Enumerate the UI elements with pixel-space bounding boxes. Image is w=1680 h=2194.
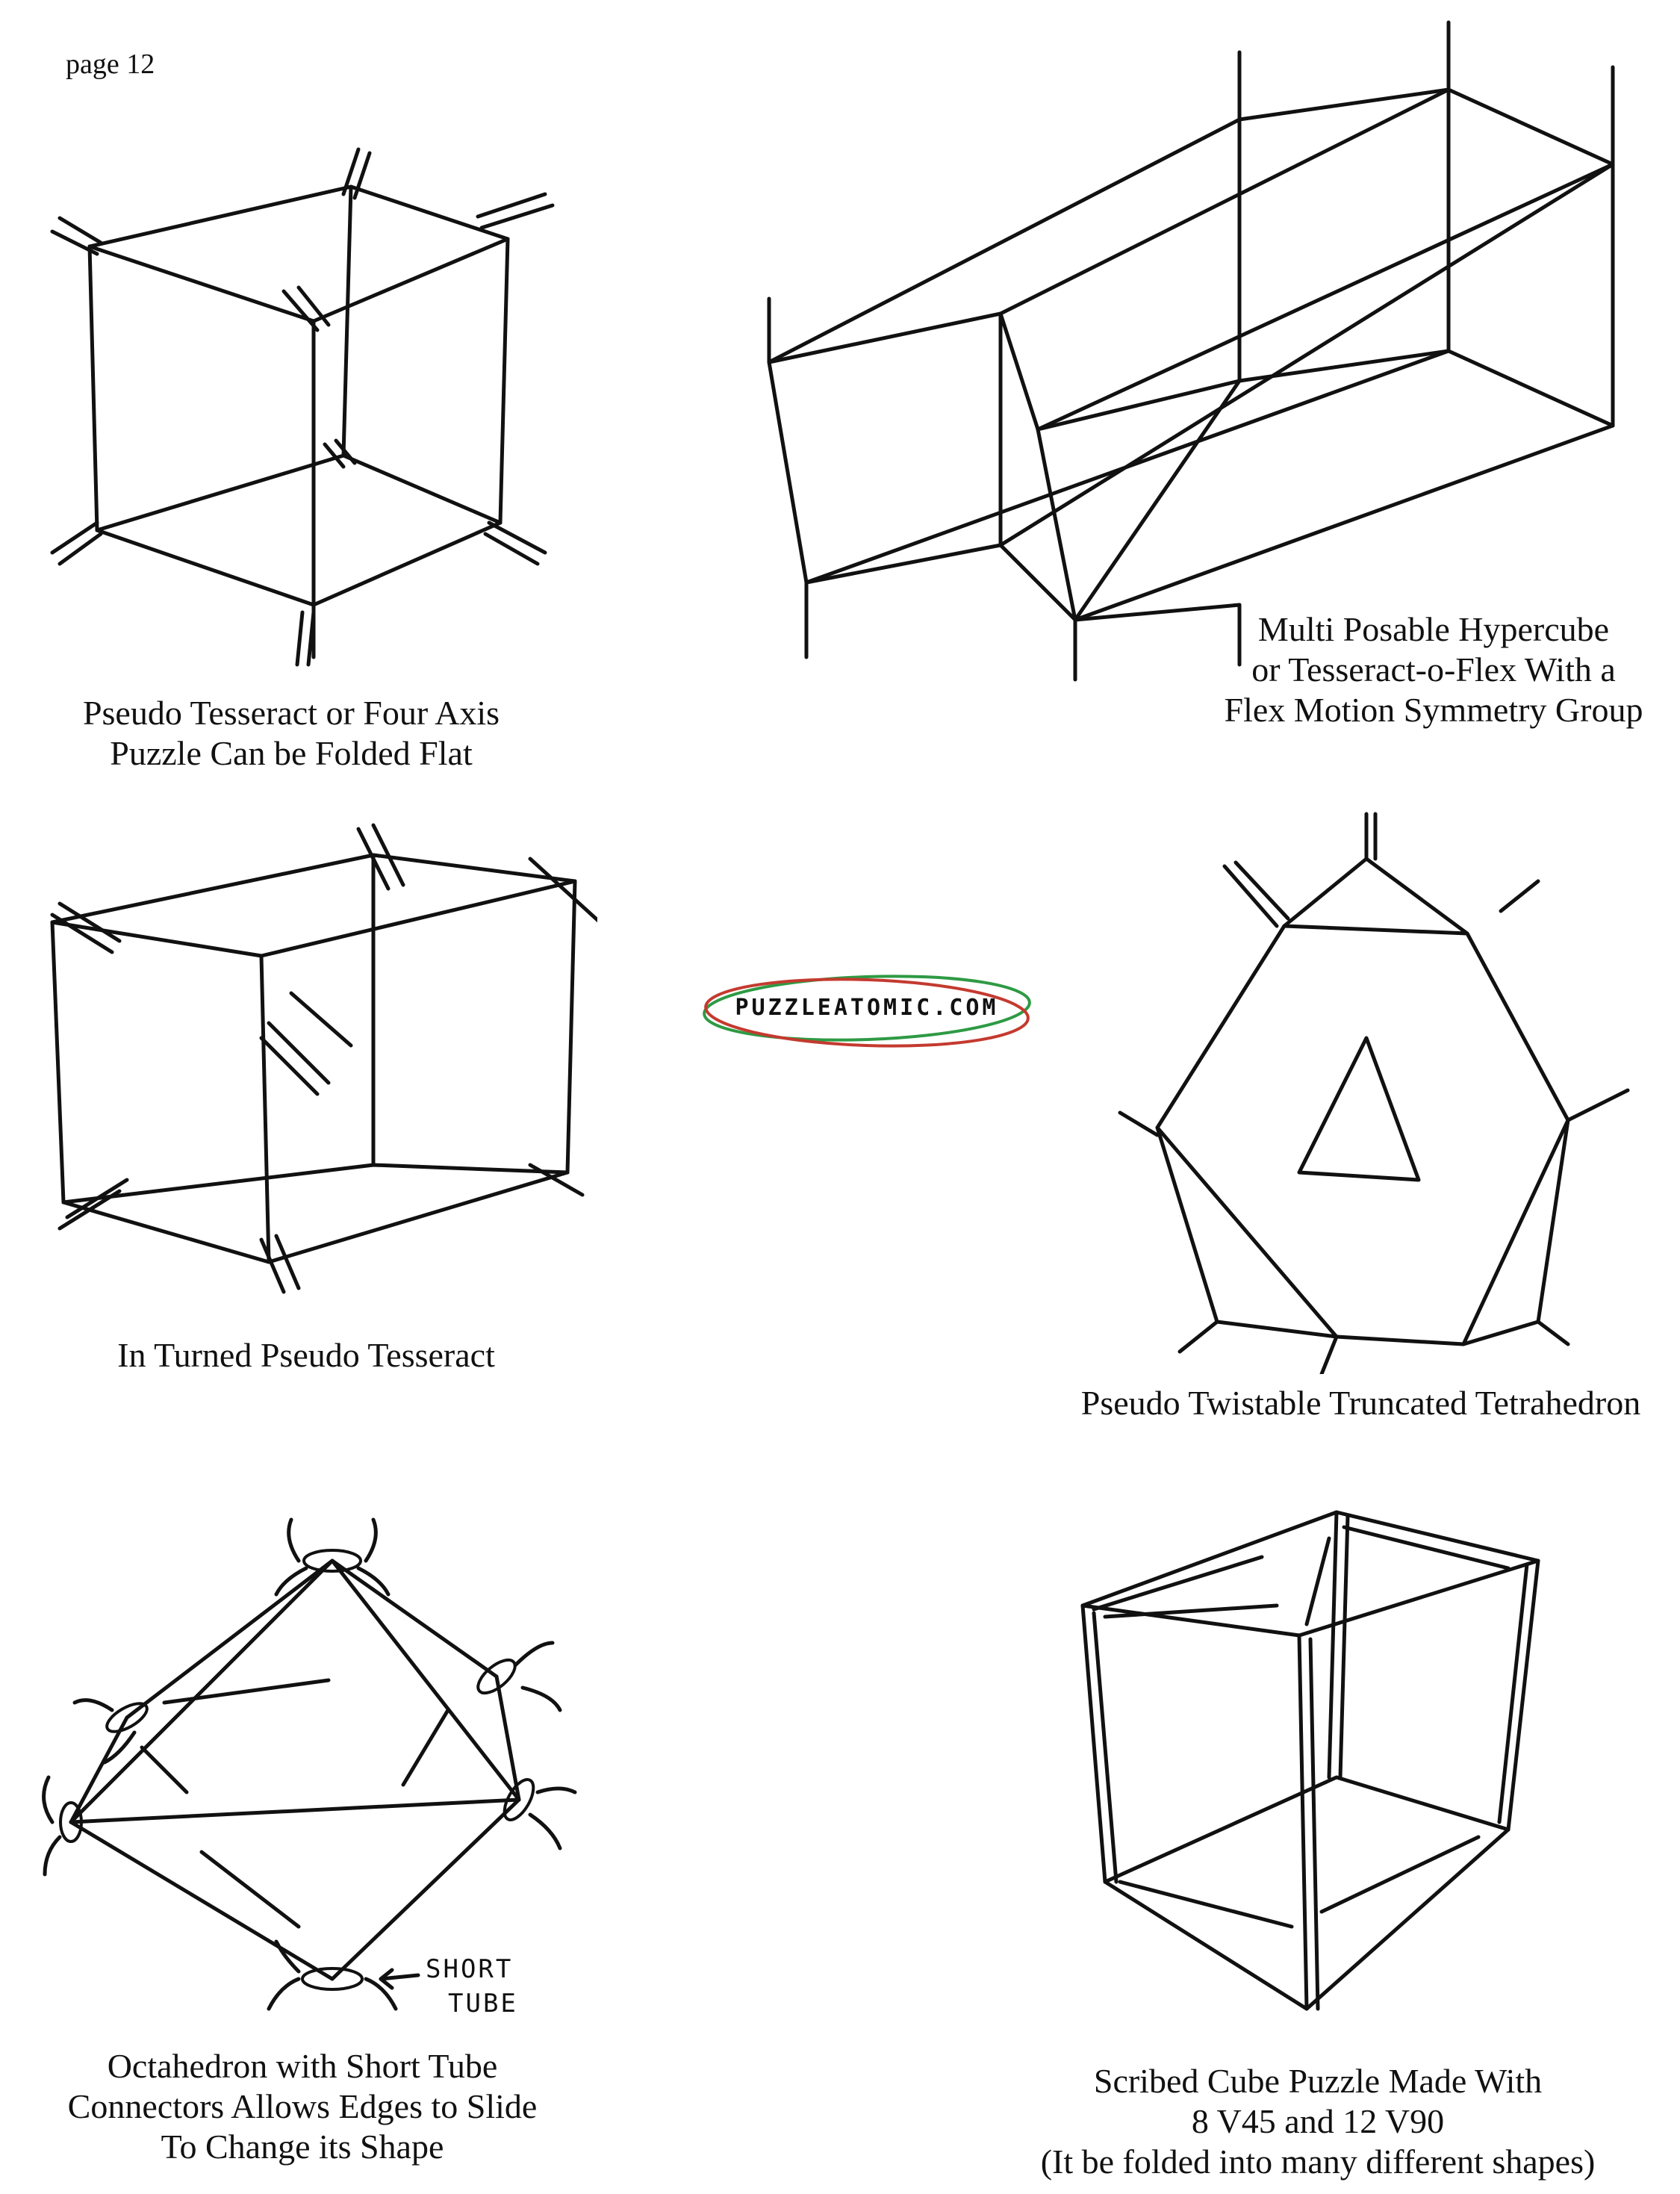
- annotation-line: SHORT: [426, 1954, 514, 1984]
- logo-text: PUZZLEATOMIC.COM: [735, 995, 999, 1021]
- truncated-tetrahedron-drawing: [1075, 807, 1658, 1374]
- truncated-tetrahedron-caption: Pseudo Twistable Truncated Tetrahedron: [1045, 1383, 1676, 1423]
- caption-line: Pseudo Twistable Truncated Tetrahedron: [1080, 1384, 1641, 1422]
- octahedron-drawing: SHORT TUBE: [30, 1508, 597, 2046]
- in-turned-tesseract-caption: In Turned Pseudo Tesseract: [30, 1335, 582, 1376]
- pseudo-tesseract-caption: Pseudo Tesseract or Four Axis Puzzle Can…: [30, 693, 553, 774]
- page-number: page 12: [66, 49, 155, 80]
- caption-line: or Tesseract-o-Flex With a: [1251, 650, 1616, 689]
- octahedron-caption: Octahedron with Short Tube Connectors Al…: [22, 2046, 582, 2167]
- caption-line: 8 V45 and 12 V90: [1191, 2102, 1445, 2140]
- caption-line: In Turned Pseudo Tesseract: [117, 1336, 495, 1374]
- caption-line: Flex Motion Symmetry Group: [1224, 691, 1643, 729]
- pseudo-tesseract-drawing: [30, 134, 582, 672]
- hypercube-drawing: [754, 7, 1650, 754]
- caption-line: Octahedron with Short Tube: [107, 2047, 498, 2085]
- in-turned-tesseract-drawing: [45, 814, 597, 1322]
- caption-line: (It be folded into many different shapes…: [1040, 2142, 1596, 2181]
- caption-line: Connectors Allows Edges to Slide: [67, 2087, 538, 2125]
- caption-line: Multi Posable Hypercube: [1257, 610, 1610, 648]
- short-tube-annotation: SHORT TUBE: [426, 1952, 518, 2021]
- puzzleatomic-logo: PUZZLEATOMIC.COM: [700, 969, 1033, 1053]
- caption-line: To Change its Shape: [161, 2128, 444, 2166]
- caption-line: Puzzle Can be Folded Flat: [110, 734, 473, 772]
- scribed-cube-drawing: [1060, 1494, 1583, 2031]
- caption-line: Pseudo Tesseract or Four Axis: [82, 694, 500, 732]
- annotation-line: TUBE: [448, 1989, 518, 2019]
- caption-line: Scribed Cube Puzzle Made With: [1093, 2062, 1543, 2100]
- hypercube-caption: Multi Posable Hypercube or Tesseract-o-F…: [1191, 609, 1676, 730]
- scribed-cube-caption: Scribed Cube Puzzle Made With 8 V45 and …: [971, 2061, 1665, 2182]
